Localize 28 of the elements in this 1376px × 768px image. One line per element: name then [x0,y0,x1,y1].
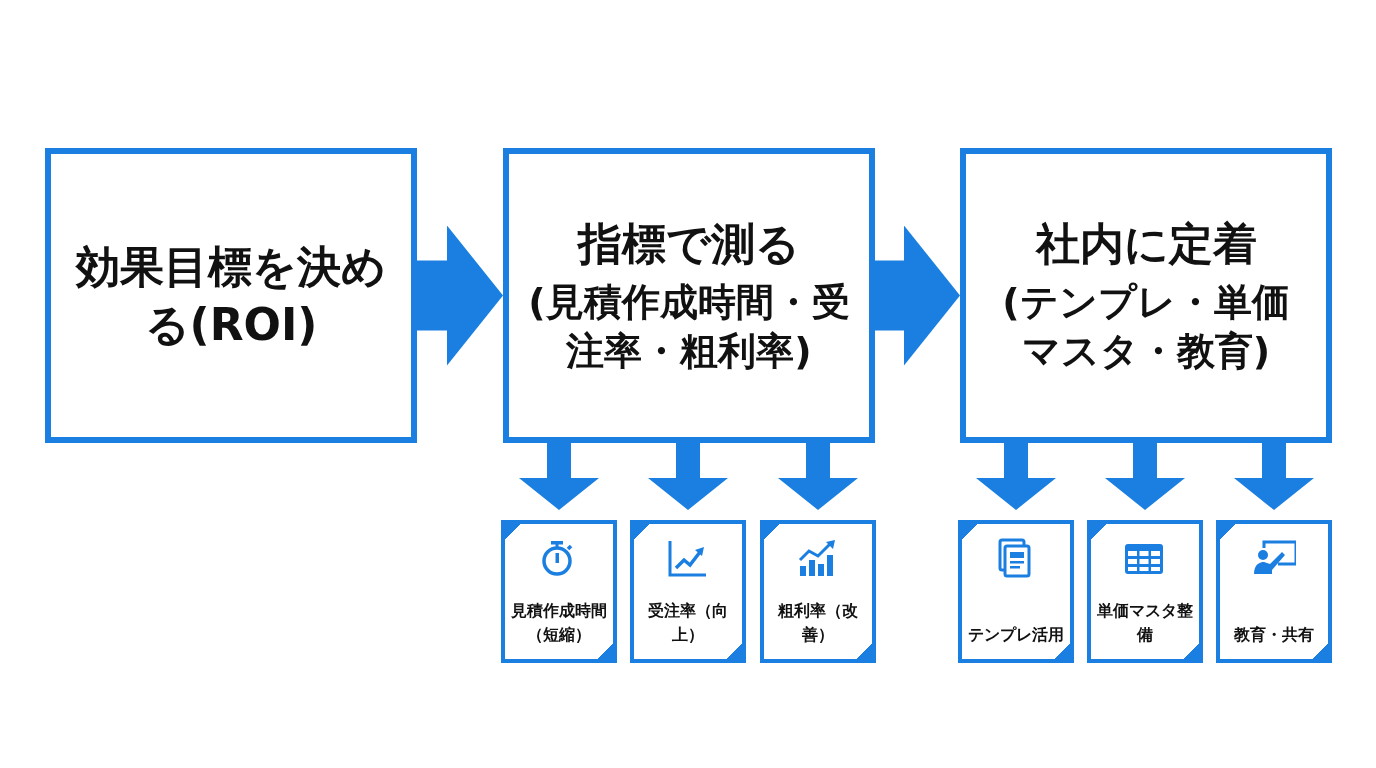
box-subtitle: (見積作成時間・受注率・粗利率) [527,278,851,376]
arrow [875,225,960,366]
box-title: 指標で測る [578,216,800,271]
arrow [778,443,858,510]
item-card [630,520,746,663]
item-card [1087,520,1203,663]
card-label: 粗利率（改善） [777,600,859,646]
box-title: 社内に定着 [1035,216,1257,271]
arrow [1105,443,1185,510]
process-box [960,148,1332,443]
item-card [760,520,876,663]
card-label: 受注率（向上） [647,600,729,646]
arrow [1234,443,1314,510]
card-label: 単価マスタ整備 [1096,600,1194,646]
card-label: 教育・共有 [1233,624,1315,646]
arrow [519,443,599,510]
box-subtitle: (テンプレ・単価マスタ・教育) [1001,278,1291,376]
item-card [958,520,1074,663]
arrow [648,443,728,510]
card-label: 見積作成時間（短縮） [510,600,608,646]
item-card [1216,520,1332,663]
card-label: テンプレ活用 [967,624,1065,646]
arrow [417,225,503,366]
process-box [45,148,417,443]
arrow [976,443,1056,510]
process-box [503,148,875,443]
box-title: 効果目標を決める(ROI) [74,240,387,352]
item-card [501,520,617,663]
